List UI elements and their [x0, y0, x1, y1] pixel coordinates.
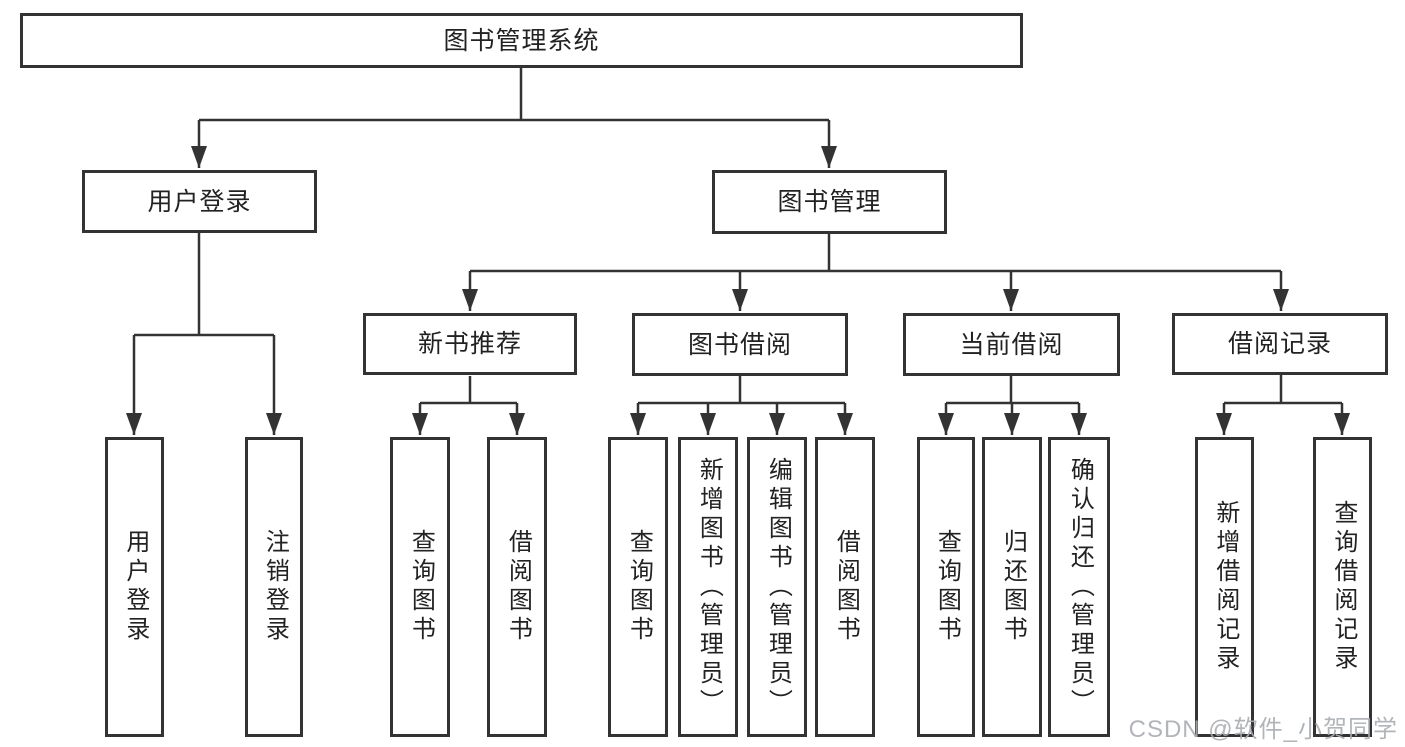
node-leaf-borrow-books-recommend: 借阅图书 [487, 437, 547, 737]
node-leaf-logout: 注销登录 [245, 437, 303, 737]
node-book-borrowing: 图书借阅 [632, 313, 848, 376]
node-leaf-add-books-admin: 新增图书（管理员） [678, 437, 738, 737]
connector-arrows [126, 120, 1350, 435]
node-new-book-recommend: 新书推荐 [363, 313, 577, 375]
node-leaf-user-login: 用户登录 [105, 437, 164, 737]
node-leaf-query-books-recommend: 查询图书 [390, 437, 450, 737]
node-current-borrowing: 当前借阅 [903, 313, 1120, 376]
csdn-watermark: CSDN @软件_小贺同学 [1128, 716, 1398, 743]
node-leaf-query-books-borrowing: 查询图书 [608, 437, 668, 737]
node-borrowing-records: 借阅记录 [1172, 313, 1388, 375]
node-library-system: 图书管理系统 [20, 13, 1023, 68]
connector-stems [134, 68, 1342, 405]
node-leaf-query-borrow-record: 查询借阅记录 [1313, 437, 1372, 737]
node-leaf-return-books: 归还图书 [982, 437, 1042, 737]
node-leaf-edit-books-admin: 编辑图书（管理员） [747, 437, 807, 737]
node-leaf-confirm-return-admin: 确认归还（管理员） [1048, 437, 1110, 737]
node-book-management: 图书管理 [712, 170, 947, 234]
node-user-login: 用户登录 [82, 170, 317, 233]
node-leaf-add-borrow-record: 新增借阅记录 [1195, 437, 1254, 737]
node-leaf-borrow-books: 借阅图书 [815, 437, 875, 737]
node-leaf-query-books-current: 查询图书 [917, 437, 975, 737]
